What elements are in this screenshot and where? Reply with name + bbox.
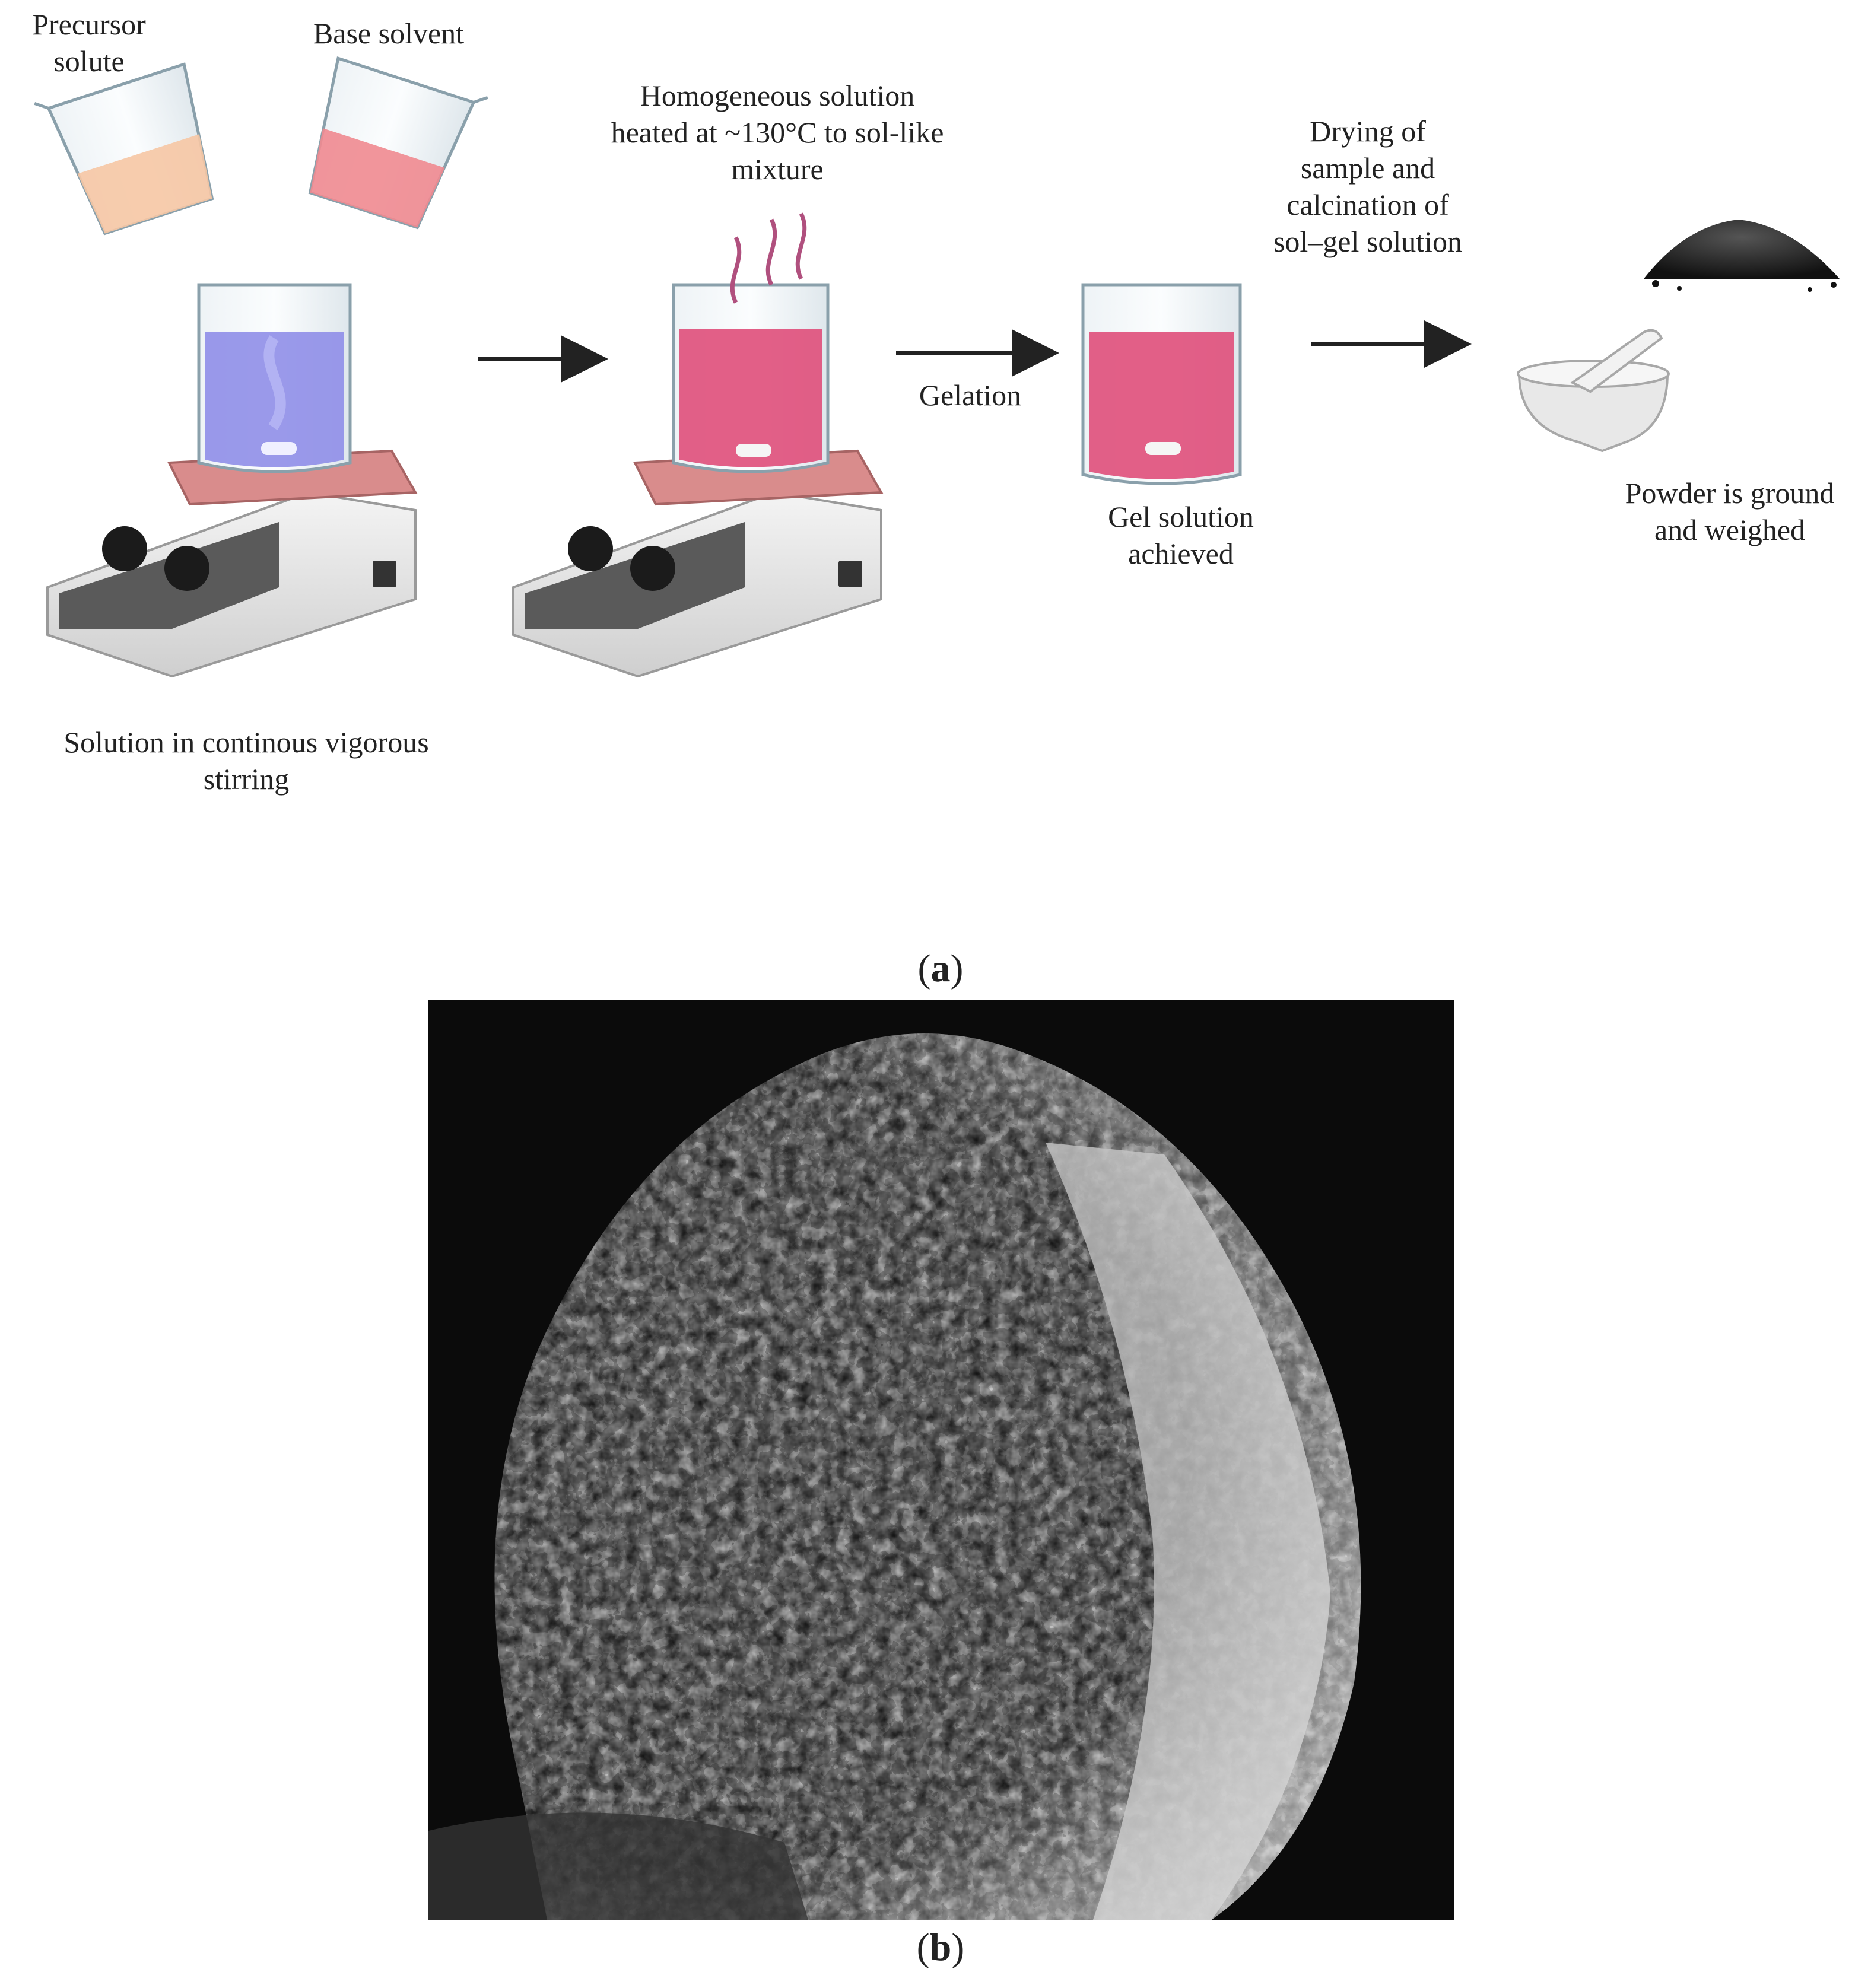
powder-label: Powder is ground and weighed [1625, 476, 1835, 546]
homogeneous-label: Homogeneous solution heated at ~130°C to… [611, 79, 944, 186]
gel-achieved-label: Gel solution achieved [1108, 500, 1254, 570]
process-diagram [34, 56, 1840, 678]
drying-label: Drying of sample and calcination of sol–… [1273, 114, 1463, 258]
beaker-precursor-icon [34, 62, 214, 236]
black-powder-icon [1644, 220, 1840, 292]
gel-beaker-icon [1081, 283, 1242, 485]
precursor-label: Precursor solute [32, 8, 146, 78]
stirrer-hotplate-icon [46, 283, 418, 678]
panel-b-label: (b) [916, 1926, 965, 1969]
mortar-pestle-icon [1517, 329, 1670, 453]
base-solvent-label: Base solvent [313, 17, 465, 50]
beaker-base-icon [308, 56, 488, 230]
panel-a-label: (a) [917, 947, 964, 990]
gelation-label: Gelation [919, 378, 1022, 412]
stirring-label: Solution in continous vigorous stirring [63, 726, 429, 796]
sem-image [428, 1000, 1454, 1920]
heated-stirrer-icon [512, 212, 884, 678]
